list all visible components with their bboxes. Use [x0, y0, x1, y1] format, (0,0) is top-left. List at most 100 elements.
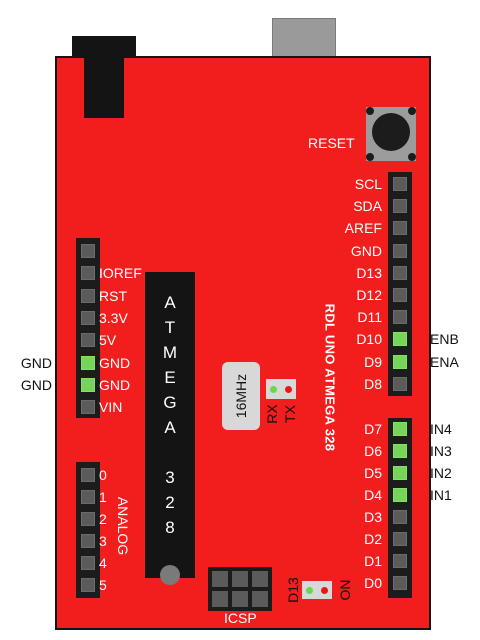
pin-3[interactable] — [81, 534, 95, 548]
pin-label: GND — [99, 354, 131, 371]
pin-label: D13 — [356, 264, 382, 281]
pin-aref[interactable] — [393, 221, 407, 236]
pin-label: GND — [99, 376, 131, 393]
icsp-pin — [232, 571, 248, 587]
reset-label: RESET — [308, 135, 355, 151]
pin-d1[interactable] — [393, 554, 407, 568]
on-led — [321, 587, 328, 594]
connection-label: IN4 — [430, 421, 452, 437]
pin-label: 5 — [99, 577, 107, 593]
pin-label: D2 — [364, 531, 382, 547]
pin-label: D3 — [364, 509, 382, 525]
pin-d3[interactable] — [393, 510, 407, 524]
chip-letter: E — [164, 368, 176, 387]
icsp-pin — [252, 591, 268, 607]
chip-letter: A — [164, 293, 176, 312]
pin-label: D8 — [364, 375, 382, 392]
connection-label: IN3 — [430, 443, 452, 459]
reset-corner-dot — [408, 153, 416, 161]
pin-d9[interactable] — [393, 354, 407, 369]
pin-d12[interactable] — [393, 288, 407, 302]
pin-label: VIN — [99, 399, 123, 416]
pin-rst[interactable] — [81, 288, 95, 303]
crystal-oscillator — [222, 362, 260, 430]
atmega-chip — [145, 272, 195, 578]
pin-label: D0 — [364, 575, 382, 591]
pin-ioref[interactable] — [81, 266, 95, 281]
reset-corner-dot — [408, 107, 416, 115]
rx-led — [270, 386, 277, 393]
tx-led — [285, 386, 292, 393]
icsp-pin — [252, 571, 268, 587]
pin-d7[interactable] — [393, 422, 407, 436]
connection-label: ENB — [430, 331, 459, 348]
chip-notch — [160, 565, 180, 585]
pin-label: D6 — [364, 443, 382, 459]
pin-label: 0 — [99, 467, 107, 483]
pin-label: 2 — [99, 511, 107, 527]
pin-4[interactable] — [81, 556, 95, 570]
pin-1[interactable] — [81, 490, 95, 504]
pin-label: 4 — [99, 555, 107, 571]
pin-d8[interactable] — [393, 376, 407, 391]
pin-label: D10 — [356, 331, 382, 348]
pin-label: D12 — [356, 287, 382, 303]
connection-label: IN1 — [430, 487, 452, 503]
icsp-pin — [232, 591, 248, 607]
analog-label: ANALOG — [115, 496, 131, 556]
board-name: RDL UNO ATMEGA 328 — [322, 303, 338, 452]
pin-d13[interactable] — [393, 265, 407, 280]
connection-label: ENA — [430, 353, 459, 370]
pin-label: D11 — [357, 309, 382, 326]
pin-vin[interactable] — [81, 400, 95, 415]
chip-letter: A — [164, 418, 176, 437]
pin-33v[interactable] — [81, 310, 95, 325]
pin-nc[interactable] — [81, 244, 95, 258]
reset-corner-dot — [366, 153, 374, 161]
rx-tx-led-block — [266, 379, 296, 399]
pin-gnd[interactable] — [81, 355, 95, 370]
on-led-label: ON — [337, 579, 353, 601]
pin-d4[interactable] — [393, 488, 407, 502]
reset-corner-dot — [366, 107, 374, 115]
pin-label: AREF — [344, 220, 382, 237]
connection-label: IN2 — [430, 465, 452, 481]
connection-label: GND — [20, 376, 52, 393]
pin-gnd[interactable] — [81, 377, 95, 392]
chip-letter: 8 — [165, 518, 175, 537]
pin-label: SCL — [354, 176, 382, 192]
d13-led-label: D13 — [285, 577, 301, 603]
crystal-label: 16MHz — [233, 373, 249, 419]
pin-0[interactable] — [81, 468, 95, 482]
icsp-label: ICSP — [224, 610, 257, 626]
pin-label: D9 — [364, 353, 382, 370]
pin-label: D4 — [364, 487, 382, 503]
pin-label: D5 — [364, 465, 382, 481]
pin-d6[interactable] — [393, 444, 407, 458]
reset-button-cap[interactable] — [372, 113, 410, 151]
pin-2[interactable] — [81, 512, 95, 526]
pin-d11[interactable] — [393, 310, 407, 325]
digital-header-bottom — [388, 418, 412, 598]
chip-letter: T — [164, 318, 176, 337]
pin-scl[interactable] — [393, 177, 407, 191]
pin-5v[interactable] — [81, 333, 95, 348]
pin-d5[interactable] — [393, 466, 407, 480]
pin-5[interactable] — [81, 578, 95, 592]
pin-label: D1 — [364, 553, 382, 569]
pin-d10[interactable] — [393, 332, 407, 347]
pin-gnd[interactable] — [393, 243, 407, 258]
chip-letter: 3 — [165, 468, 175, 487]
pin-label: IOREF — [99, 265, 142, 282]
d13-on-led-block — [302, 581, 332, 599]
rx-label: RX — [264, 404, 280, 424]
pin-label: SDA — [353, 198, 382, 215]
pin-label: RST — [99, 287, 127, 304]
pin-sda[interactable] — [393, 199, 407, 214]
icsp-pin — [212, 571, 228, 587]
digital-header-top — [388, 172, 412, 396]
icsp-pin — [212, 591, 228, 607]
chip-letter: G — [163, 393, 177, 412]
pin-d2[interactable] — [393, 532, 407, 546]
pin-d0[interactable] — [393, 576, 407, 590]
